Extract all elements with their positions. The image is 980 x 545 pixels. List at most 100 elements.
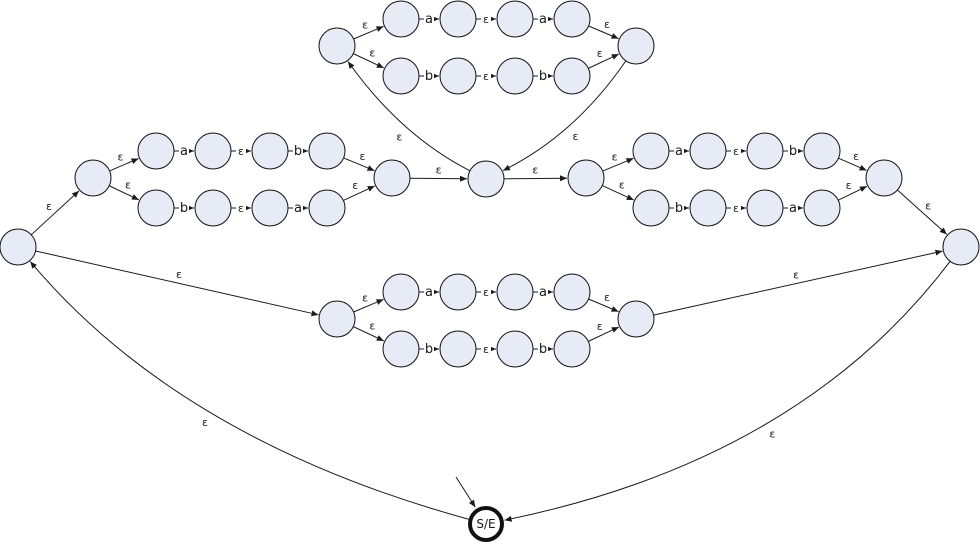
start-arrow: [455, 476, 476, 508]
transition-label-backdrop: [788, 144, 798, 157]
transition-edge: [503, 175, 568, 182]
transition-edge: [343, 185, 375, 201]
transition-edge: [602, 157, 634, 172]
transition-label: ε: [176, 268, 182, 281]
transition-edge: [502, 60, 627, 172]
transition-edge: [838, 157, 867, 171]
transition-label-backdrop: [731, 201, 741, 214]
transition-label-backdrop: [179, 144, 189, 157]
transition-label: ε: [769, 428, 775, 441]
transition-edge: [353, 326, 385, 342]
transition-label-backdrop: [538, 342, 548, 355]
transition-label: ε: [733, 145, 739, 158]
transition-label-backdrop: [424, 12, 434, 25]
transition-label-backdrop: [538, 69, 548, 82]
nfa-state: [496, 330, 534, 368]
transition-label: ε: [483, 13, 489, 26]
transition-label: ε: [369, 320, 375, 333]
transition-label: b: [675, 201, 683, 216]
transition-label-backdrop: [236, 144, 246, 157]
transition-label: b: [539, 69, 547, 84]
transition-label-backdrop: [424, 285, 434, 298]
nfa-state: [865, 159, 903, 197]
transition-label-backdrop: [424, 342, 434, 355]
transition-label: a: [425, 12, 433, 27]
nfa-state: [318, 300, 356, 338]
transition-edge: [109, 185, 140, 201]
nfa-state: [439, 0, 477, 38]
transition-label: b: [425, 342, 433, 357]
transition-label: ε: [362, 18, 368, 31]
nfa-state: [137, 189, 175, 227]
nfa-state: [553, 0, 591, 38]
transition-label: ε: [238, 145, 244, 158]
nfa-state: [467, 160, 505, 198]
transition-edge: [30, 190, 80, 236]
nfa-state: [382, 0, 420, 38]
transition-label: ε: [369, 47, 375, 60]
transition-label: b: [539, 342, 547, 357]
transition-edge: [353, 53, 385, 69]
transition-label: ε: [125, 179, 131, 192]
transition-label: ε: [46, 200, 52, 213]
nfa-state: [373, 159, 411, 197]
transition-label: ε: [853, 150, 859, 163]
transition-label: a: [539, 285, 547, 300]
nfa-state: [318, 27, 356, 65]
start-end-state-label: S/E: [476, 517, 495, 531]
transition-label: ε: [733, 202, 739, 215]
transition-label-backdrop: [538, 285, 548, 298]
transition-label: ε: [118, 150, 124, 163]
transition-label-backdrop: [424, 69, 434, 82]
transitions-layer: [29, 16, 951, 522]
transition-label: b: [789, 144, 797, 159]
transition-label-backdrop: [674, 144, 684, 157]
transition-label: ε: [604, 291, 610, 304]
transition-label: ε: [352, 179, 358, 192]
transition-label: ε: [612, 150, 618, 163]
transition-label-backdrop: [731, 144, 741, 157]
transition-edge: [29, 261, 469, 520]
nfa-state: [617, 27, 655, 65]
transition-edge: [837, 185, 868, 201]
transition-label-backdrop: [481, 285, 491, 298]
transition-label-backdrop: [179, 201, 189, 214]
transition-label-backdrop: [481, 69, 491, 82]
transition-edge: [588, 53, 620, 69]
transition-label: b: [294, 144, 302, 159]
transition-label: a: [789, 201, 797, 216]
nfa-state: [308, 132, 346, 170]
transition-label: ε: [793, 268, 799, 281]
transition-label: ε: [483, 343, 489, 356]
transition-label: ε: [604, 18, 610, 31]
nfa-state: [0, 228, 37, 266]
transition-label-backdrop: [674, 201, 684, 214]
transition-edge: [347, 61, 471, 172]
transition-edge: [588, 326, 620, 342]
transition-edge: [353, 25, 384, 40]
transition-label: a: [180, 144, 188, 159]
nfa-state: [553, 273, 591, 311]
nfa-state: [194, 189, 232, 227]
transition-label: ε: [202, 416, 208, 429]
transition-label: a: [425, 285, 433, 300]
transition-label: ε: [573, 130, 579, 143]
nfa-state: [689, 132, 727, 170]
transition-label: ε: [360, 150, 366, 163]
transition-edge: [588, 298, 619, 313]
nfa-state: [632, 132, 670, 170]
nfa-state: [632, 189, 670, 227]
nfa-state: [617, 300, 655, 338]
nfa-state: [439, 273, 477, 311]
transition-label: ε: [925, 199, 931, 212]
transition-label: ε: [436, 163, 442, 176]
nfa-state: [803, 189, 841, 227]
nfa-state: [439, 57, 477, 95]
nfa-state: [689, 189, 727, 227]
transition-label-backdrop: [293, 144, 303, 157]
transition-label: b: [180, 201, 188, 216]
transition-label-backdrop: [236, 201, 246, 214]
nfa-state: [567, 159, 605, 197]
